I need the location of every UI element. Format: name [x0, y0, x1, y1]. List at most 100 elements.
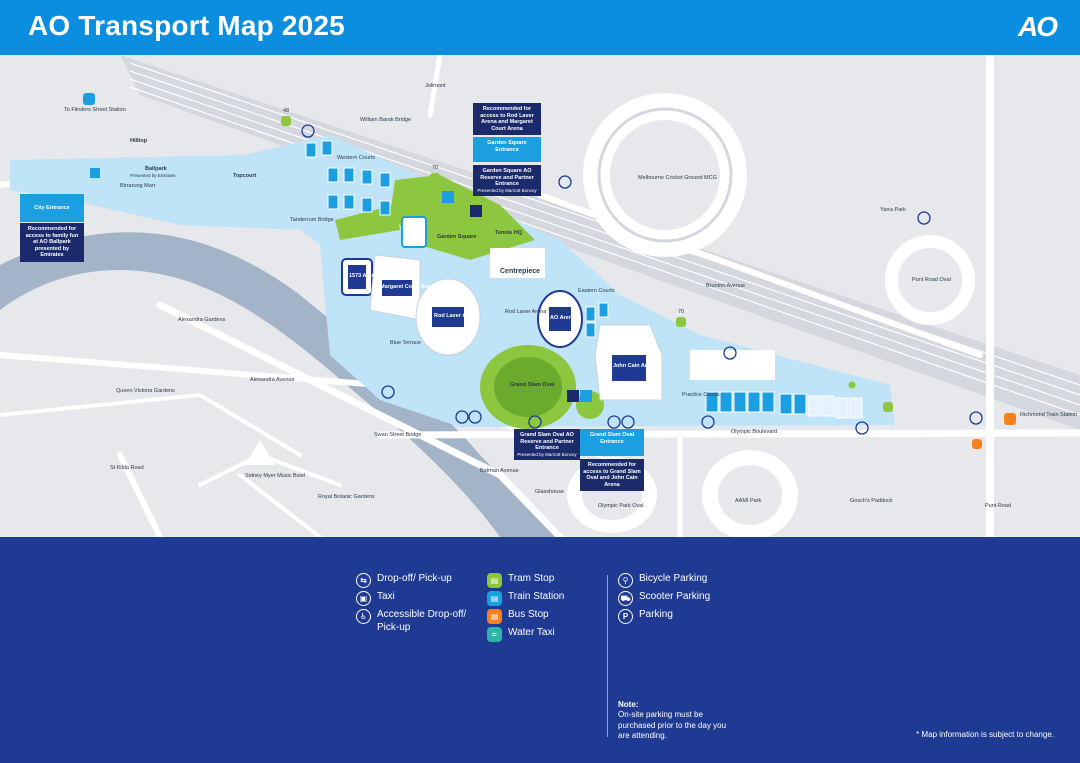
- label-hilltop: Hilltop: [130, 138, 148, 144]
- centrepiece-shape: [490, 248, 545, 278]
- legend-accessible-label: Accessible Drop-off/ Pick-up: [377, 609, 467, 633]
- richmond-bus-marker: [1004, 413, 1016, 425]
- legend-parking-label: Parking: [639, 609, 673, 620]
- gso-reserve-sub: Presented by Marriott Bonvoy: [517, 451, 577, 457]
- disclaimer: * Map information is subject to change.: [916, 730, 1054, 739]
- city-entrance-callout: City Entrance: [20, 194, 84, 222]
- tram-stop-70a-marker: [430, 173, 440, 183]
- label-tram-48: 48: [283, 108, 290, 114]
- label-practice-courts: Practice Courts: [682, 392, 720, 398]
- label-garden-square: Garden Square: [437, 234, 477, 240]
- court3-shape: [401, 216, 427, 248]
- tram-stop-48-marker: [281, 116, 291, 126]
- header-bar: AO Transport Map 2025 AO: [0, 0, 1080, 55]
- note-text: On-site parking must be purchased prior …: [618, 710, 727, 741]
- label-margaret-court: Margaret Court Arena: [380, 284, 437, 290]
- label-goschs: Gosch's Paddock: [850, 498, 893, 504]
- gso-recommendation-callout: Recommended for access to Grand Slam Ova…: [580, 459, 644, 492]
- label-grand-slam-oval: Grand Slam Oval: [510, 382, 555, 388]
- legend-parking: P Parking: [618, 609, 673, 624]
- arena1573-shape: [348, 265, 366, 289]
- legend-panel: ⇆ Drop-off/ Pick-up ▣ Taxi ♿ Accessible …: [0, 537, 1080, 763]
- train-icon: ▤: [487, 591, 502, 606]
- legend-bicycle: ⚲ Bicycle Parking: [618, 573, 707, 588]
- legend-bus-label: Bus Stop: [508, 609, 549, 620]
- label-topcourt: Topcourt: [233, 173, 257, 179]
- legend-dropoff-label: Drop-off/ Pick-up: [377, 573, 452, 584]
- label-tram-70b: 70: [678, 309, 685, 315]
- label-royal-botanic: Royal Botanic Gardens: [318, 494, 375, 500]
- eastern-courts: [585, 302, 609, 338]
- parking-practice-marker: [723, 346, 737, 360]
- label-birrarung: Birrarung Marr: [120, 183, 156, 189]
- tram-stop-east-marker: [883, 402, 893, 412]
- legend-tram: ▤ Tram Stop: [487, 573, 554, 588]
- garden-square-entrance-callout: Garden Square Entrance: [473, 137, 541, 162]
- label-olympic-park-oval: Olympic Park Oval: [598, 503, 644, 509]
- garden-square-reserve-gate: [470, 205, 482, 217]
- sidney-myer-bowl: [245, 440, 275, 465]
- label-ballpark-sub: Presented by Emirates: [130, 173, 176, 178]
- garden-square-reserve-sub: Presented by Marriott Bonvoy: [477, 187, 537, 193]
- scooter-icon: ⛟: [618, 591, 633, 606]
- legend-train-label: Train Station: [508, 591, 565, 602]
- tram-icon: ▤: [487, 573, 502, 588]
- label-glasshouse: Glasshouse: [535, 489, 565, 495]
- rod-laver-shape: [432, 307, 464, 327]
- label-arena1573: 1573 Arena: [349, 273, 379, 279]
- label-mcg: Melbourne Cricket Ground MCG: [638, 175, 717, 181]
- mcg-field: [610, 120, 720, 230]
- legend-water-taxi: ≈ Water Taxi: [487, 627, 555, 642]
- tram-stop-70b-marker: [676, 317, 686, 327]
- garden-square-gate: [442, 191, 454, 203]
- label-court3: Court 3: [404, 227, 424, 233]
- label-ballpark: Ballpark: [145, 166, 167, 172]
- bicycle-mcg-marker: [558, 175, 572, 189]
- yarra-river: [0, 232, 560, 537]
- label-tennis-hq: Tennis HQ: [495, 230, 523, 236]
- legend-bus: ▤ Bus Stop: [487, 609, 549, 624]
- car-dropoff-icon: ⇆: [356, 573, 371, 588]
- label-punt-road-oval: Punt Road Oval: [912, 277, 951, 283]
- legend-scooter: ⛟ Scooter Parking: [618, 591, 710, 606]
- label-eastern-courts: Eastern Courts: [578, 288, 615, 294]
- taxi-icon: ▣: [356, 591, 371, 606]
- label-sidney-myer: Sidney Myer Music Bowl: [245, 473, 305, 479]
- margaret-court-shape: [382, 280, 412, 296]
- label-aami: AAMI Park: [735, 498, 762, 504]
- legend-scooter-label: Scooter Parking: [639, 591, 711, 602]
- legend-taxi-label: Taxi: [377, 591, 395, 602]
- punt-road-oval-field: [898, 248, 962, 312]
- label-blue-terrace: Blue Terrace: [390, 340, 421, 346]
- label-alexandra-ave: Alexandra Avenue: [250, 377, 295, 383]
- label-richmond: Richmond Train Station: [1020, 412, 1078, 418]
- bicycle-icon: ⚲: [618, 573, 633, 588]
- birrarung-area: [10, 155, 320, 245]
- label-ao-arena: AO Arena: [550, 315, 576, 321]
- label-olympic-blvd: Olympic Boulevard: [731, 429, 778, 435]
- page-title: AO Transport Map 2025: [28, 10, 345, 41]
- note-title: Note:: [618, 700, 639, 709]
- legend-taxi: ▣ Taxi: [356, 591, 395, 606]
- bus-icon: ▤: [487, 609, 502, 624]
- legend-tram-label: Tram Stop: [508, 573, 555, 584]
- accessible-icon: ♿: [356, 609, 371, 624]
- label-flinders: To Flinders Street Station: [64, 107, 126, 113]
- city-entrance-gate: [90, 168, 100, 178]
- legend-train: ▤ Train Station: [487, 591, 564, 606]
- gso-reserve-callout: Grand Slam Oval AO Reserve and Partner E…: [514, 429, 580, 461]
- label-punt-road: Punt Road: [985, 503, 1011, 509]
- legend-water-taxi-label: Water Taxi: [508, 627, 555, 638]
- flinders-train-marker: [83, 93, 95, 105]
- parking-note: Note: On-site parking must be purchased …: [618, 700, 733, 742]
- label-yarra-park: Yarra Park: [880, 207, 906, 213]
- gso-gate: [580, 390, 592, 402]
- garden-square-reserve-callout: Garden Square AO Reserve and Partner Ent…: [473, 165, 541, 197]
- label-western-courts: Western Courts: [337, 155, 376, 161]
- label-centrepiece: Centrepiece: [500, 268, 541, 275]
- label-rod-laver-terrace: Rod Laver Arena Terrace: [505, 309, 567, 315]
- legend-bicycle-label: Bicycle Parking: [639, 573, 708, 584]
- label-st-kilda: St Kilda Road: [110, 465, 144, 471]
- western-courts: [305, 140, 391, 216]
- gso-entrance-callout: Grand Slam Oval Entrance: [580, 429, 644, 456]
